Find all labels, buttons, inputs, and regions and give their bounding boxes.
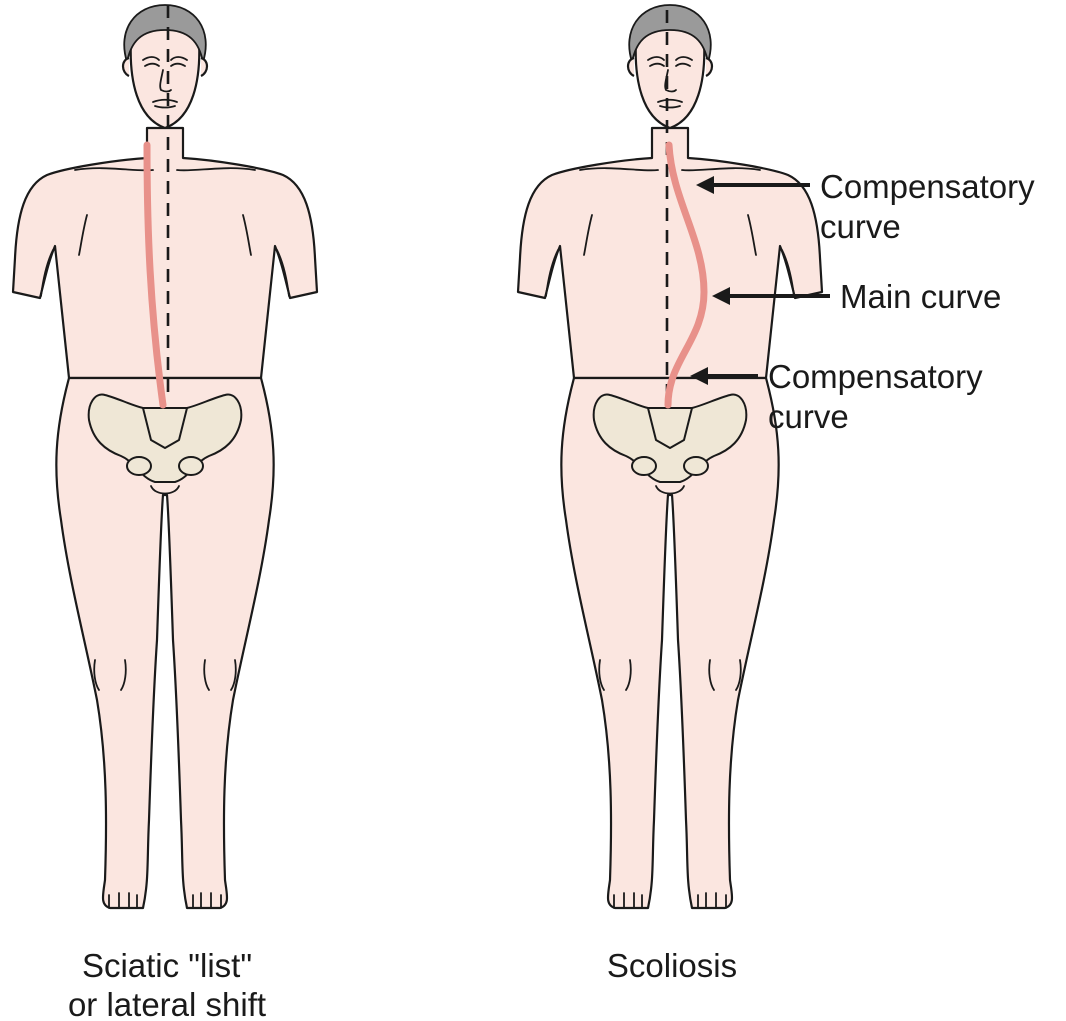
caption-right: Scoliosis [607,947,737,984]
label-compensatory-upper-1: Compensatory [820,168,1035,205]
label-compensatory-lower-1: Compensatory [768,358,983,395]
caption-left-line1: Sciatic "list" [82,947,252,984]
body-outline [13,5,317,908]
label-compensatory-lower-2: curve [768,398,849,435]
figure-scoliosis [518,5,830,908]
label-main-curve: Main curve [840,278,1001,315]
figure-sciatic-list [13,5,317,908]
label-compensatory-upper-2: curve [820,208,901,245]
caption-left-line2: or lateral shift [68,986,266,1021]
body-outline [518,5,822,908]
